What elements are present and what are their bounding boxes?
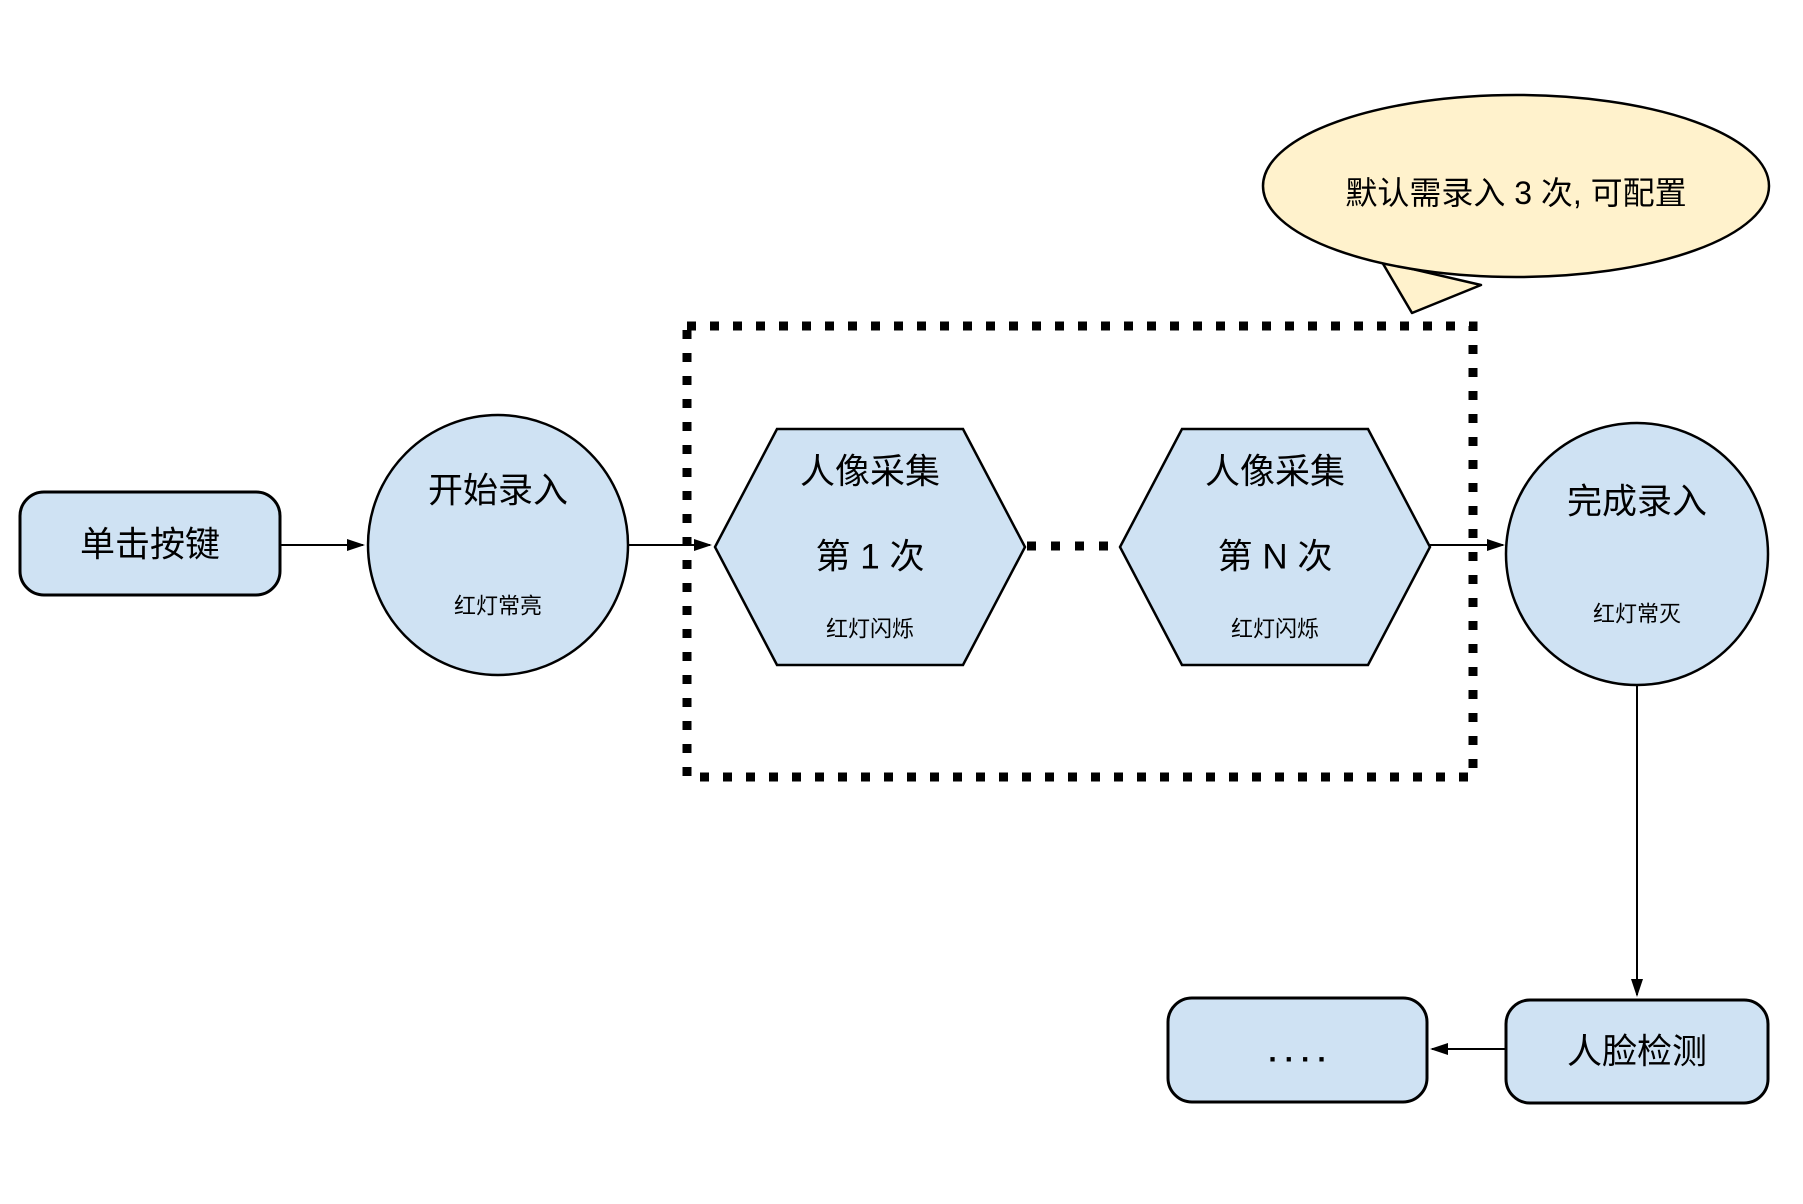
- callout-bubble-tail: [1380, 260, 1483, 315]
- node-capture-nth-label: 人像采集: [1205, 453, 1345, 492]
- node-finish-enroll-sublabel: 红灯常灭: [1593, 602, 1681, 627]
- node-start-enroll: [366, 413, 630, 677]
- node-face-detection-label: 人脸检测: [1567, 1033, 1707, 1072]
- node-start-enroll-label: 开始录入: [428, 472, 568, 511]
- node-finish-enroll-label: 完成录入: [1567, 483, 1707, 522]
- callout-text: 默认需录入 3 次, 可配置: [1345, 175, 1686, 211]
- node-capture-first: [713, 427, 1027, 667]
- node-start-enroll-sublabel: 红灯常亮: [454, 594, 542, 619]
- node-click-button-label: 单击按键: [80, 526, 220, 565]
- callout-bubble: [1261, 93, 1771, 279]
- node-capture-nth-sublabel: 红灯闪烁: [1231, 617, 1319, 642]
- node-continuation: [1166, 996, 1429, 1104]
- node-continuation-label: ....: [1268, 1036, 1333, 1069]
- node-capture-nth: [1118, 427, 1432, 667]
- node-finish-enroll: [1504, 421, 1770, 687]
- capture-loop-dotted-frame: [682, 321, 1478, 782]
- node-capture-nth-label2: 第 N 次: [1218, 538, 1333, 577]
- node-face-detection: [1504, 998, 1770, 1105]
- node-capture-first-sublabel: 红灯闪烁: [826, 617, 914, 642]
- node-capture-first-label2: 第 1 次: [816, 538, 925, 577]
- node-click-button: [18, 490, 282, 597]
- node-capture-first-label: 人像采集: [800, 453, 940, 492]
